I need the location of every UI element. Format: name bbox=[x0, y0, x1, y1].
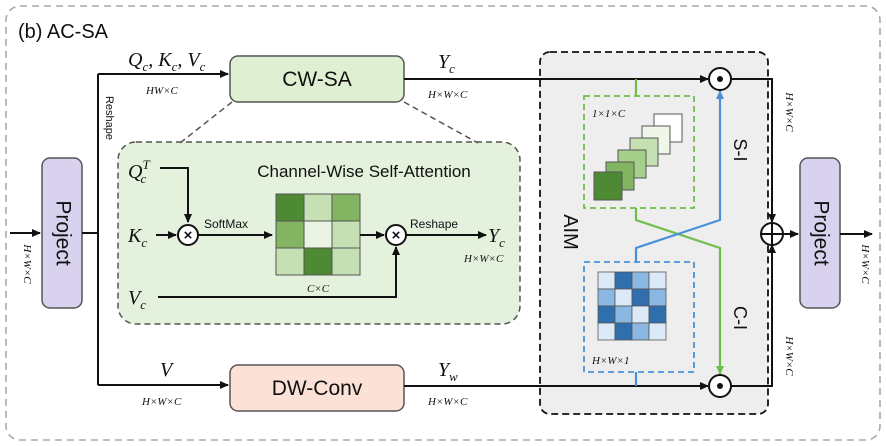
channel-vector-stack bbox=[593, 113, 683, 201]
spatial-map bbox=[597, 271, 667, 341]
hw1-dim: H×W×1 bbox=[591, 355, 629, 367]
qkv-label: Qc, Kc, Vc bbox=[128, 49, 206, 74]
reshape-vertical-label: Reshape bbox=[103, 96, 115, 140]
channel-vector-box bbox=[583, 95, 695, 209]
hwc-dim-right-bottom: H×W×C bbox=[783, 335, 795, 376]
dot-op-top-center bbox=[717, 76, 723, 82]
multiply-op-1-symbol: × bbox=[184, 227, 193, 244]
zoom-line-left bbox=[179, 101, 233, 144]
top-to-sum-arrow bbox=[731, 78, 776, 223]
cxc-dim: C×C bbox=[307, 283, 330, 295]
hwc-dim-right-top: H×W×C bbox=[783, 91, 795, 132]
spatial-map-box bbox=[583, 261, 695, 373]
one-one-c-dim: 1×1×C bbox=[592, 108, 626, 120]
project-right-label: Project bbox=[809, 200, 832, 266]
ci-label: C-I bbox=[730, 306, 750, 330]
hwc-dim-top-left: HW×C bbox=[145, 85, 179, 97]
cxc-matrix bbox=[275, 193, 361, 276]
input-dim: H×W×C bbox=[21, 243, 33, 284]
aim-label: AIM bbox=[559, 214, 581, 250]
qct-arrow bbox=[160, 167, 192, 223]
vc-arrow bbox=[158, 246, 400, 298]
softmax-label: SoftMax bbox=[204, 217, 248, 231]
figure-title: (b) AC-SA bbox=[18, 21, 109, 43]
hwc-dim-bottom-left: H×W×C bbox=[141, 396, 182, 408]
dwconv-label: DW-Conv bbox=[272, 377, 363, 400]
si-arrow bbox=[634, 90, 724, 262]
reshape-inner-label: Reshape bbox=[410, 217, 458, 231]
dot-op-bottom-center bbox=[717, 383, 723, 389]
cwsa-label: CW-SA bbox=[282, 68, 352, 91]
dwconv-block bbox=[229, 364, 405, 412]
outer-frame bbox=[5, 5, 881, 441]
si-label: S-I bbox=[730, 138, 750, 161]
yc-label: Yc bbox=[438, 51, 455, 76]
aim-panel bbox=[539, 51, 769, 415]
vc-label: Vc bbox=[128, 287, 146, 312]
bottom-to-sum-arrow bbox=[731, 244, 776, 387]
kc-label: Kc bbox=[127, 225, 147, 250]
output-dim: H×W×C bbox=[859, 243, 871, 284]
v-label: V bbox=[160, 359, 175, 381]
hwc-dim-inner: H×W×C bbox=[463, 253, 504, 265]
hwc-dim-top: H×W×C bbox=[427, 89, 468, 101]
hwc-dim-bottom-mid: H×W×C bbox=[427, 396, 468, 408]
yc-inner-label: Yc bbox=[488, 225, 505, 250]
multiply-op-2-symbol: × bbox=[392, 227, 401, 244]
zoom-line-right bbox=[403, 101, 479, 144]
yw-label: Yw bbox=[438, 359, 458, 384]
project-left-label: Project bbox=[51, 200, 74, 266]
channel-wise-title: Channel-Wise Self-Attention bbox=[257, 162, 471, 181]
